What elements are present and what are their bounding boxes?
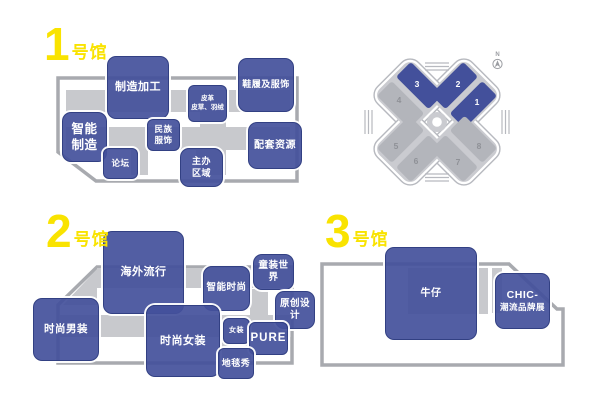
floor-area bbox=[250, 289, 268, 316]
venue-overview-map: 3 2 1 4 5 6 7 8 N bbox=[364, 52, 510, 186]
overview-hall-5 bbox=[378, 116, 424, 162]
overview-hall-3 bbox=[397, 63, 443, 109]
overview-hall-1 bbox=[450, 82, 496, 128]
compass-n-label: N bbox=[495, 52, 499, 58]
hall3-number: 3 bbox=[325, 205, 351, 257]
aisle-stairs-south bbox=[425, 173, 449, 182]
area-organizer-area: 主办区域 bbox=[180, 148, 223, 187]
area-pure: PURE bbox=[249, 322, 288, 355]
overview-hall-8 bbox=[450, 116, 496, 162]
floor-area bbox=[63, 269, 97, 305]
aisle-stairs-west bbox=[364, 110, 373, 134]
area-womenswear: 女装 bbox=[223, 318, 250, 344]
overview-hall-6 bbox=[397, 135, 443, 181]
overview-hall7-label: 7 bbox=[456, 157, 461, 167]
hall2-number: 2 bbox=[46, 205, 72, 257]
overview-center-hole bbox=[432, 117, 442, 127]
area-womens-fashion: 时尚女装 bbox=[146, 305, 220, 377]
area-supporting-resources: 配套资源 bbox=[248, 122, 302, 169]
hall2-suffix: 号馆 bbox=[73, 229, 110, 249]
area-denim: 牛仔 bbox=[385, 247, 477, 340]
area-forum: 论坛 bbox=[103, 148, 138, 179]
area-ethnic-costume: 民族服饰 bbox=[147, 119, 180, 151]
area-overseas-fashion: 海外流行 bbox=[103, 231, 184, 314]
area-kidswear-world: 童装世界 bbox=[253, 254, 294, 290]
area-manufacturing-processing: 制造加工 bbox=[107, 56, 169, 119]
hall1-number: 1 bbox=[44, 18, 70, 70]
overview-hall5-label: 5 bbox=[394, 141, 399, 151]
aisle-stairs-north bbox=[425, 62, 449, 71]
hall1-suffix: 号馆 bbox=[71, 42, 108, 62]
overview-hall8-label: 8 bbox=[477, 141, 482, 151]
overview-hall1-label: 1 bbox=[475, 97, 480, 107]
overview-hall2-label: 2 bbox=[456, 79, 461, 89]
area-footwear-apparel: 鞋履及服饰 bbox=[238, 58, 294, 112]
area-leather-fur-down: 皮革皮草、羽绒 bbox=[188, 85, 227, 122]
area-mens-fashion: 时尚男装 bbox=[33, 298, 99, 361]
overview-hall4-label: 4 bbox=[397, 95, 402, 105]
area-smart-manufacturing: 智能制造 bbox=[62, 112, 107, 162]
hall3-suffix: 号馆 bbox=[352, 229, 389, 249]
area-carpet-show: 地毯秀 bbox=[218, 348, 254, 379]
overview-hall-4 bbox=[378, 82, 424, 128]
overview-hall3-label: 3 bbox=[415, 79, 420, 89]
overview-hall-2 bbox=[431, 63, 477, 109]
area-chic-trend-brands: CHIC-潮流品牌展 bbox=[495, 273, 550, 329]
aisle-stairs bbox=[364, 62, 510, 182]
aisle-stairs-east bbox=[501, 110, 510, 134]
north-compass-icon: N bbox=[492, 52, 503, 70]
overview-hall6-label: 6 bbox=[414, 156, 419, 166]
area-smart-fashion: 智能时尚 bbox=[203, 266, 250, 311]
overview-hall-7 bbox=[431, 135, 477, 181]
